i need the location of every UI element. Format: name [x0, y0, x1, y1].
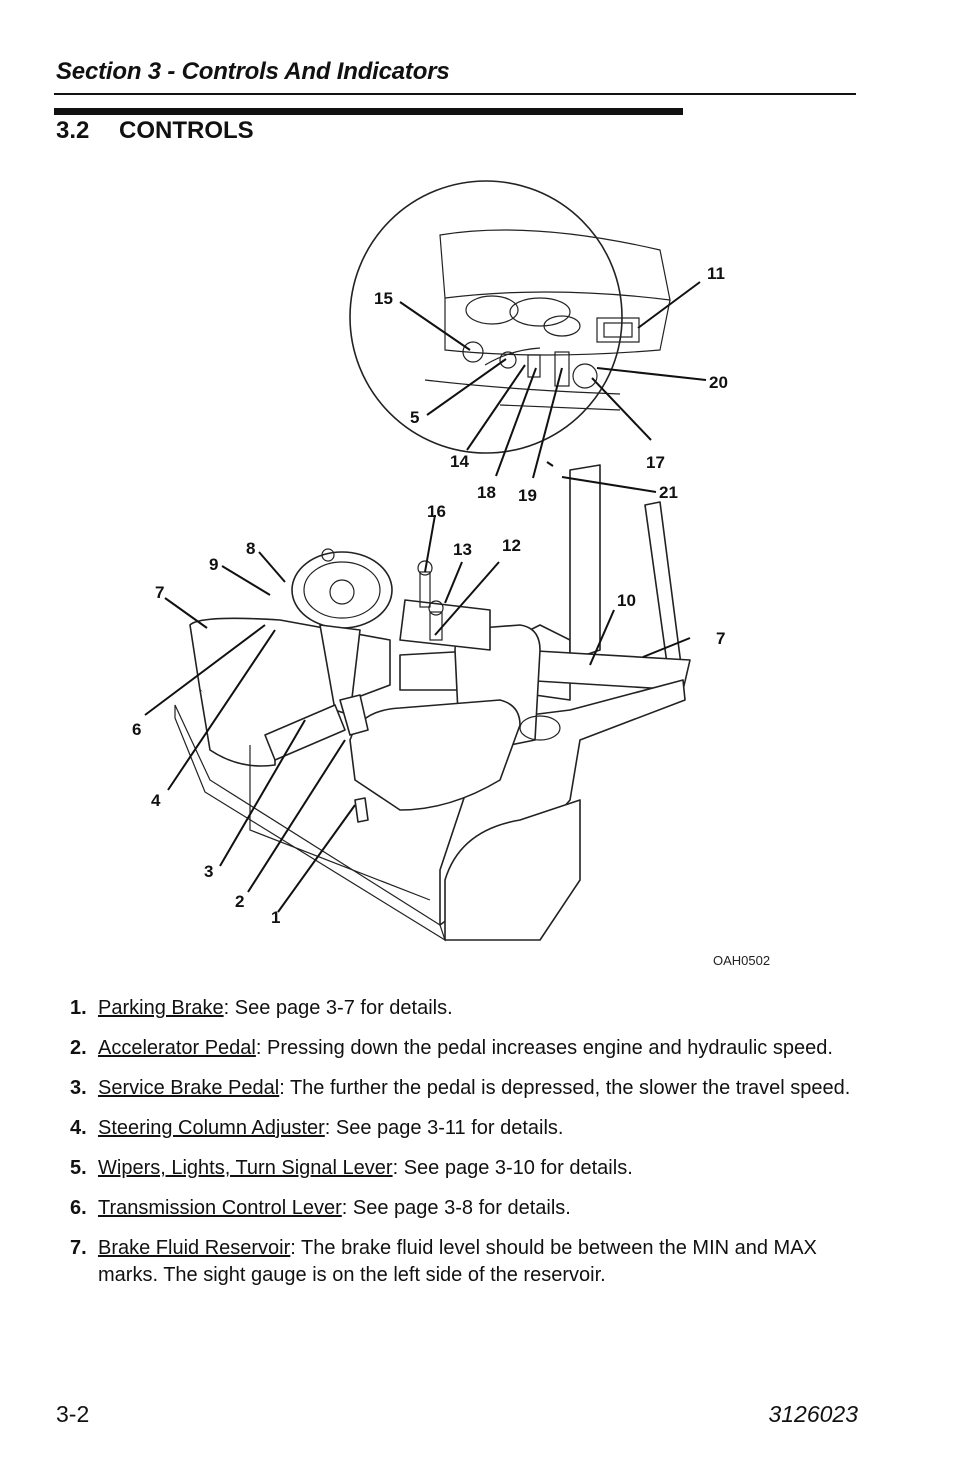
callout-1: 1: [271, 908, 280, 927]
item-number: 3.: [70, 1077, 87, 1099]
list-item: 3. Service Brake Pedal: The further the p…: [70, 1075, 860, 1102]
callout-7-right: 7: [716, 629, 725, 648]
callout-17: 17: [646, 453, 665, 472]
callout-16: 16: [427, 502, 446, 521]
cab-controls-illustration: 1 2 3 4 5 6 7 7 8 9 10 11 12 13 14 15 16…: [132, 180, 770, 968]
callout-20: 20: [709, 373, 728, 392]
pedals: [264, 694, 369, 823]
dashboard-detail-circle: [349, 180, 671, 454]
cab-body: [174, 464, 691, 942]
header-rule-thick: [54, 108, 683, 115]
operator-seat: [349, 624, 561, 811]
callout-10: 10: [617, 591, 636, 610]
callout-21: 21: [659, 483, 678, 502]
list-item: 2. Accelerator Pedal: Pressing down the p…: [70, 1035, 860, 1062]
item-term: Service Brake Pedal: [98, 1077, 280, 1099]
callout-18: 18: [477, 483, 496, 502]
page-number: 3-2: [56, 1401, 90, 1427]
item-description: : The further the pedal is depressed, th…: [279, 1077, 851, 1099]
callout-13: 13: [453, 540, 472, 559]
cab-controls-figure: 1 2 3 4 5 6 7 7 8 9 10 11 12 13 14 15 16…: [100, 180, 800, 980]
item-number: 4.: [70, 1117, 87, 1139]
item-number: 5.: [70, 1157, 87, 1179]
list-item: 6. Transmission Control Lever: See page 3…: [70, 1195, 860, 1222]
item-term: Transmission Control Lever: [98, 1197, 342, 1219]
item-number: 2.: [70, 1037, 87, 1059]
header-rule-thin: [54, 93, 856, 95]
callout-19: 19: [518, 486, 537, 505]
callout-8: 8: [246, 539, 255, 558]
callout-12: 12: [502, 536, 521, 555]
list-item: 5. Wipers, Lights, Turn Signal Lever: See…: [70, 1155, 860, 1182]
callout-7-left: 7: [155, 583, 164, 602]
document-number: 3126023: [768, 1401, 858, 1427]
item-term: Accelerator Pedal: [98, 1037, 256, 1059]
item-description: : Pressing down the pedal increases engi…: [255, 1037, 833, 1059]
item-description: : See page 3-11 for details.: [324, 1117, 564, 1139]
leader-lines: [144, 281, 707, 913]
callout-2: 2: [235, 892, 244, 911]
item-number: 6.: [70, 1197, 87, 1219]
item-description: : See page 3-7 for details.: [223, 997, 453, 1019]
callout-labels: 1 2 3 4 5 6 7 7 8 9 10 11 12 13 14 15 16…: [132, 264, 770, 968]
callout-5: 5: [410, 408, 419, 427]
item-description: : See page 3-8 for details.: [341, 1197, 571, 1219]
callout-6: 6: [132, 720, 141, 739]
list-item: 7. Brake Fluid Reservoir: The brake fluid…: [70, 1235, 860, 1289]
item-term: Wipers, Lights, Turn Signal Lever: [98, 1157, 393, 1179]
joystick-console: [399, 560, 491, 651]
subsection-heading: 3.2 CONTROLS: [56, 117, 254, 145]
callout-15: 15: [374, 289, 393, 308]
item-description: : The brake fluid level should be betwee…: [98, 1237, 817, 1286]
callout-14: 14: [450, 452, 469, 471]
item-number: 7.: [70, 1237, 87, 1259]
subsection-title: CONTROLS: [119, 117, 254, 144]
callout-9: 9: [209, 555, 218, 574]
figure-id: OAH0502: [713, 953, 770, 968]
callout-4: 4: [151, 791, 161, 810]
steering-wheel: [291, 548, 393, 716]
list-item: 1. Parking Brake: See page 3-7 for detail…: [70, 995, 860, 1022]
controls-list: 1. Parking Brake: See page 3-7 for detail…: [70, 995, 860, 1302]
subsection-number: 3.2: [56, 117, 90, 144]
callout-11: 11: [707, 264, 725, 283]
item-term: Brake Fluid Reservoir: [98, 1237, 291, 1259]
item-term: Steering Column Adjuster: [98, 1117, 325, 1139]
item-number: 1.: [70, 997, 87, 1019]
item-term: Parking Brake: [98, 997, 224, 1019]
callout-3: 3: [204, 862, 213, 881]
section-title: Section 3 - Controls And Indicators: [56, 58, 450, 85]
item-description: : See page 3-10 for details.: [392, 1157, 633, 1179]
list-item: 4. Steering Column Adjuster: See page 3-1…: [70, 1115, 860, 1142]
